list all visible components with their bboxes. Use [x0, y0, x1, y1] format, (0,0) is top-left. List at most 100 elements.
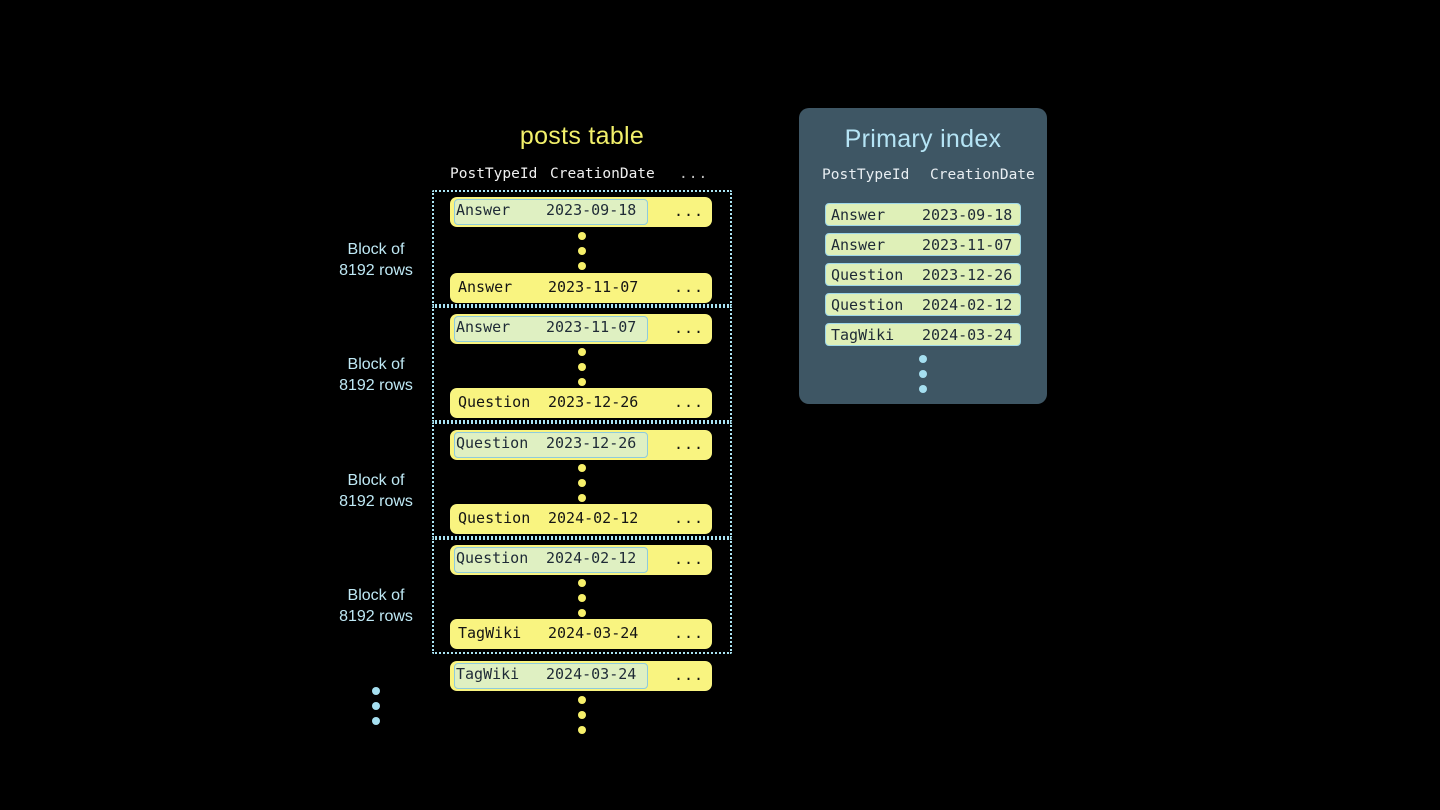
block-label-1: Block of 8192 rows — [301, 239, 451, 281]
dot — [919, 385, 927, 393]
block-frame-3 — [432, 422, 732, 538]
index-row[interactable]: Question 2023-12-26 — [825, 263, 1021, 286]
cell-creationdate: 2024-03-24 — [548, 624, 639, 642]
cell-ellipsis: ... — [674, 202, 705, 220]
index-cell-posttypeid: Answer — [831, 206, 886, 224]
dot — [919, 355, 927, 363]
posts-table-title: posts table — [519, 122, 645, 150]
index-column-header-posttypeid: PostTypeId — [822, 167, 910, 183]
dot — [372, 702, 380, 710]
cell-ellipsis: ... — [674, 666, 705, 684]
column-header-creationdate: CreationDate — [550, 166, 655, 182]
index-cell-posttypeid: TagWiki — [831, 326, 895, 344]
block-label-2: Block of 8192 rows — [301, 354, 451, 396]
cell-posttypeid: Answer — [456, 201, 511, 219]
primary-index-column-headers: PostTypeId CreationDate — [822, 167, 1035, 187]
index-continuation-dots — [918, 355, 928, 393]
index-row[interactable]: Answer 2023-11-07 — [825, 233, 1021, 256]
block-label-1-line2: 8192 rows — [339, 262, 413, 279]
dot — [578, 726, 586, 734]
dot — [578, 363, 586, 371]
blocks-continuation-dots — [371, 687, 381, 725]
block-label-2-line1: Block of — [347, 356, 405, 373]
table-row[interactable]: Question 2023-12-26 ... — [450, 430, 712, 460]
cell-ellipsis: ... — [674, 319, 705, 337]
row-ellipsis-dots-1 — [577, 232, 587, 270]
dot — [578, 262, 586, 270]
cell-creationdate: 2023-12-26 — [546, 434, 637, 452]
index-cell-creationdate: 2024-03-24 — [922, 326, 1013, 344]
dot — [578, 232, 586, 240]
cell-creationdate: 2024-02-12 — [546, 549, 637, 567]
block-label-4-line1: Block of — [347, 587, 405, 604]
table-row[interactable]: Answer 2023-09-18 ... — [450, 197, 712, 227]
dot — [578, 348, 586, 356]
cell-posttypeid: Question — [458, 509, 531, 527]
row-ellipsis-dots-2 — [577, 348, 587, 386]
cell-posttypeid: TagWiki — [458, 624, 522, 642]
cell-posttypeid: Question — [456, 434, 529, 452]
dot — [372, 687, 380, 695]
dot — [919, 370, 927, 378]
cell-creationdate: 2023-11-07 — [548, 278, 639, 296]
table-row[interactable]: Answer 2023-11-07 ... — [450, 273, 712, 303]
column-header-posttypeid: PostTypeId — [450, 166, 538, 182]
dot — [578, 464, 586, 472]
dot — [578, 247, 586, 255]
index-row[interactable]: Answer 2023-09-18 — [825, 203, 1021, 226]
dot — [578, 696, 586, 704]
block-label-4-line2: 8192 rows — [339, 608, 413, 625]
dot — [578, 494, 586, 502]
index-cell-creationdate: 2023-12-26 — [922, 266, 1013, 284]
row-highlight-box — [454, 663, 648, 689]
table-row[interactable]: Question 2023-12-26 ... — [450, 388, 712, 418]
index-cell-creationdate: 2024-02-12 — [922, 296, 1013, 314]
cell-posttypeid: Answer — [456, 318, 511, 336]
index-cell-creationdate: 2023-09-18 — [922, 206, 1013, 224]
cell-creationdate: 2023-12-26 — [548, 393, 639, 411]
index-row[interactable]: Question 2024-02-12 — [825, 293, 1021, 316]
cell-ellipsis: ... — [674, 624, 705, 642]
row-highlight-box — [454, 432, 648, 458]
primary-index-panel: Primary index PostTypeId CreationDate An… — [799, 108, 1047, 404]
dot — [578, 609, 586, 617]
index-row[interactable]: TagWiki 2024-03-24 — [825, 323, 1021, 346]
block-label-4: Block of 8192 rows — [301, 585, 451, 627]
cell-creationdate: 2023-11-07 — [546, 318, 637, 336]
table-row[interactable]: TagWiki 2024-03-24 ... — [450, 619, 712, 649]
cell-creationdate: 2023-09-18 — [546, 201, 637, 219]
dot — [578, 378, 586, 386]
block-frame-4 — [432, 538, 732, 654]
cell-posttypeid: Question — [458, 393, 531, 411]
table-row[interactable]: TagWiki 2024-03-24 ... — [450, 661, 712, 691]
cell-ellipsis: ... — [674, 393, 705, 411]
dot — [578, 479, 586, 487]
index-cell-posttypeid: Question — [831, 296, 904, 314]
column-header-ellipsis: ... — [679, 166, 709, 182]
cell-posttypeid: Answer — [458, 278, 513, 296]
table-row[interactable]: Question 2024-02-12 ... — [450, 504, 712, 534]
block-label-3-line1: Block of — [347, 472, 405, 489]
table-continuation-dots — [577, 696, 587, 734]
index-cell-posttypeid: Question — [831, 266, 904, 284]
table-row[interactable]: Answer 2023-11-07 ... — [450, 314, 712, 344]
cell-posttypeid: TagWiki — [456, 665, 520, 683]
block-label-3: Block of 8192 rows — [301, 470, 451, 512]
block-frame-1 — [432, 190, 732, 306]
block-label-3-line2: 8192 rows — [339, 493, 413, 510]
primary-index-title: Primary index — [844, 125, 1002, 153]
posts-table-section: posts table PostTypeId CreationDate ... … — [301, 122, 732, 734]
table-row[interactable]: Question 2024-02-12 ... — [450, 545, 712, 575]
block-label-2-line2: 8192 rows — [339, 377, 413, 394]
cell-posttypeid: Question — [456, 549, 529, 567]
index-cell-creationdate: 2023-11-07 — [922, 236, 1013, 254]
posts-table-column-headers: PostTypeId CreationDate ... — [450, 166, 712, 186]
cell-creationdate: 2024-03-24 — [546, 665, 637, 683]
cell-ellipsis: ... — [674, 435, 705, 453]
dot — [578, 711, 586, 719]
dot — [372, 717, 380, 725]
index-column-header-creationdate: CreationDate — [930, 167, 1035, 183]
cell-creationdate: 2024-02-12 — [548, 509, 639, 527]
dot — [578, 579, 586, 587]
block-label-1-line1: Block of — [347, 241, 405, 258]
